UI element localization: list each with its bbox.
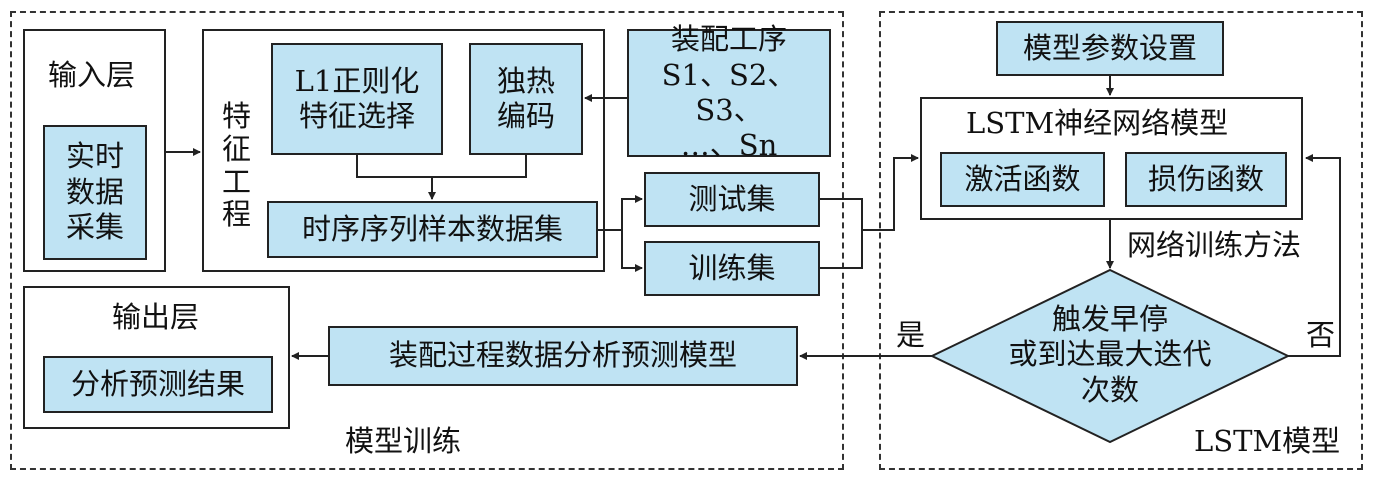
activation-function-box: 激活函数	[940, 152, 1105, 207]
decision-label: 触发早停 或到达最大迭代 次数	[1008, 302, 1212, 407]
output-layer-title: 输出层	[112, 300, 200, 334]
feature-engineering-title: 特 征 工 程	[222, 99, 252, 232]
prediction-model-box: 装配过程数据分析预测模型	[328, 326, 798, 386]
model-training-region	[10, 11, 844, 470]
loss-function-box: 损伤函数	[1125, 152, 1287, 207]
no-label: 否	[1306, 318, 1336, 352]
train-set-label: 训练集	[688, 250, 776, 285]
realtime-data-collection-box: 实时 数据 采集	[43, 125, 147, 260]
network-training-method-label: 网络训练方法	[1127, 228, 1302, 262]
analysis-result-box: 分析预测结果	[43, 356, 273, 413]
loss-function-label: 损伤函数	[1147, 161, 1264, 196]
assembly-process-box: 装配工序 S1、S2、S3、 …、Sn	[627, 22, 831, 162]
l1-feature-selection-box: L1正则化 特征选择	[271, 43, 443, 155]
input-layer-title: 输入层	[48, 58, 136, 92]
one-hot-encoding-label: 独热 编码	[496, 63, 555, 133]
decision-diamond	[929, 268, 1291, 444]
lstm-model-region	[879, 11, 1363, 470]
decision-label-container: 触发早停 或到达最大迭代 次数	[960, 302, 1260, 408]
lstm-model-label: LSTM模型	[1194, 424, 1341, 458]
realtime-data-collection-label: 实时 数据 采集	[65, 139, 124, 245]
activation-function-label: 激活函数	[964, 161, 1081, 196]
lstm-network-model-title: LSTM神经网络模型	[966, 106, 1229, 140]
test-set-label: 测试集	[688, 181, 776, 216]
assembly-process-label: 装配工序 S1、S2、S3、 …、Sn	[661, 22, 797, 163]
train-set-box: 训练集	[644, 241, 820, 296]
model-parameter-settings-box: 模型参数设置	[996, 21, 1224, 76]
timeseries-dataset-label: 时序序列样本数据集	[301, 211, 563, 246]
model-parameter-settings-label: 模型参数设置	[1022, 30, 1197, 65]
one-hot-encoding-box: 独热 编码	[469, 43, 583, 155]
l1-feature-selection-label: L1正则化 特征选择	[294, 63, 420, 133]
model-training-label: 模型训练	[345, 424, 462, 458]
analysis-result-label: 分析预测结果	[70, 366, 245, 401]
yes-label: 是	[896, 318, 926, 352]
test-set-box: 测试集	[644, 172, 820, 227]
prediction-model-label: 装配过程数据分析预测模型	[388, 338, 737, 373]
timeseries-dataset-box: 时序序列样本数据集	[267, 201, 598, 258]
